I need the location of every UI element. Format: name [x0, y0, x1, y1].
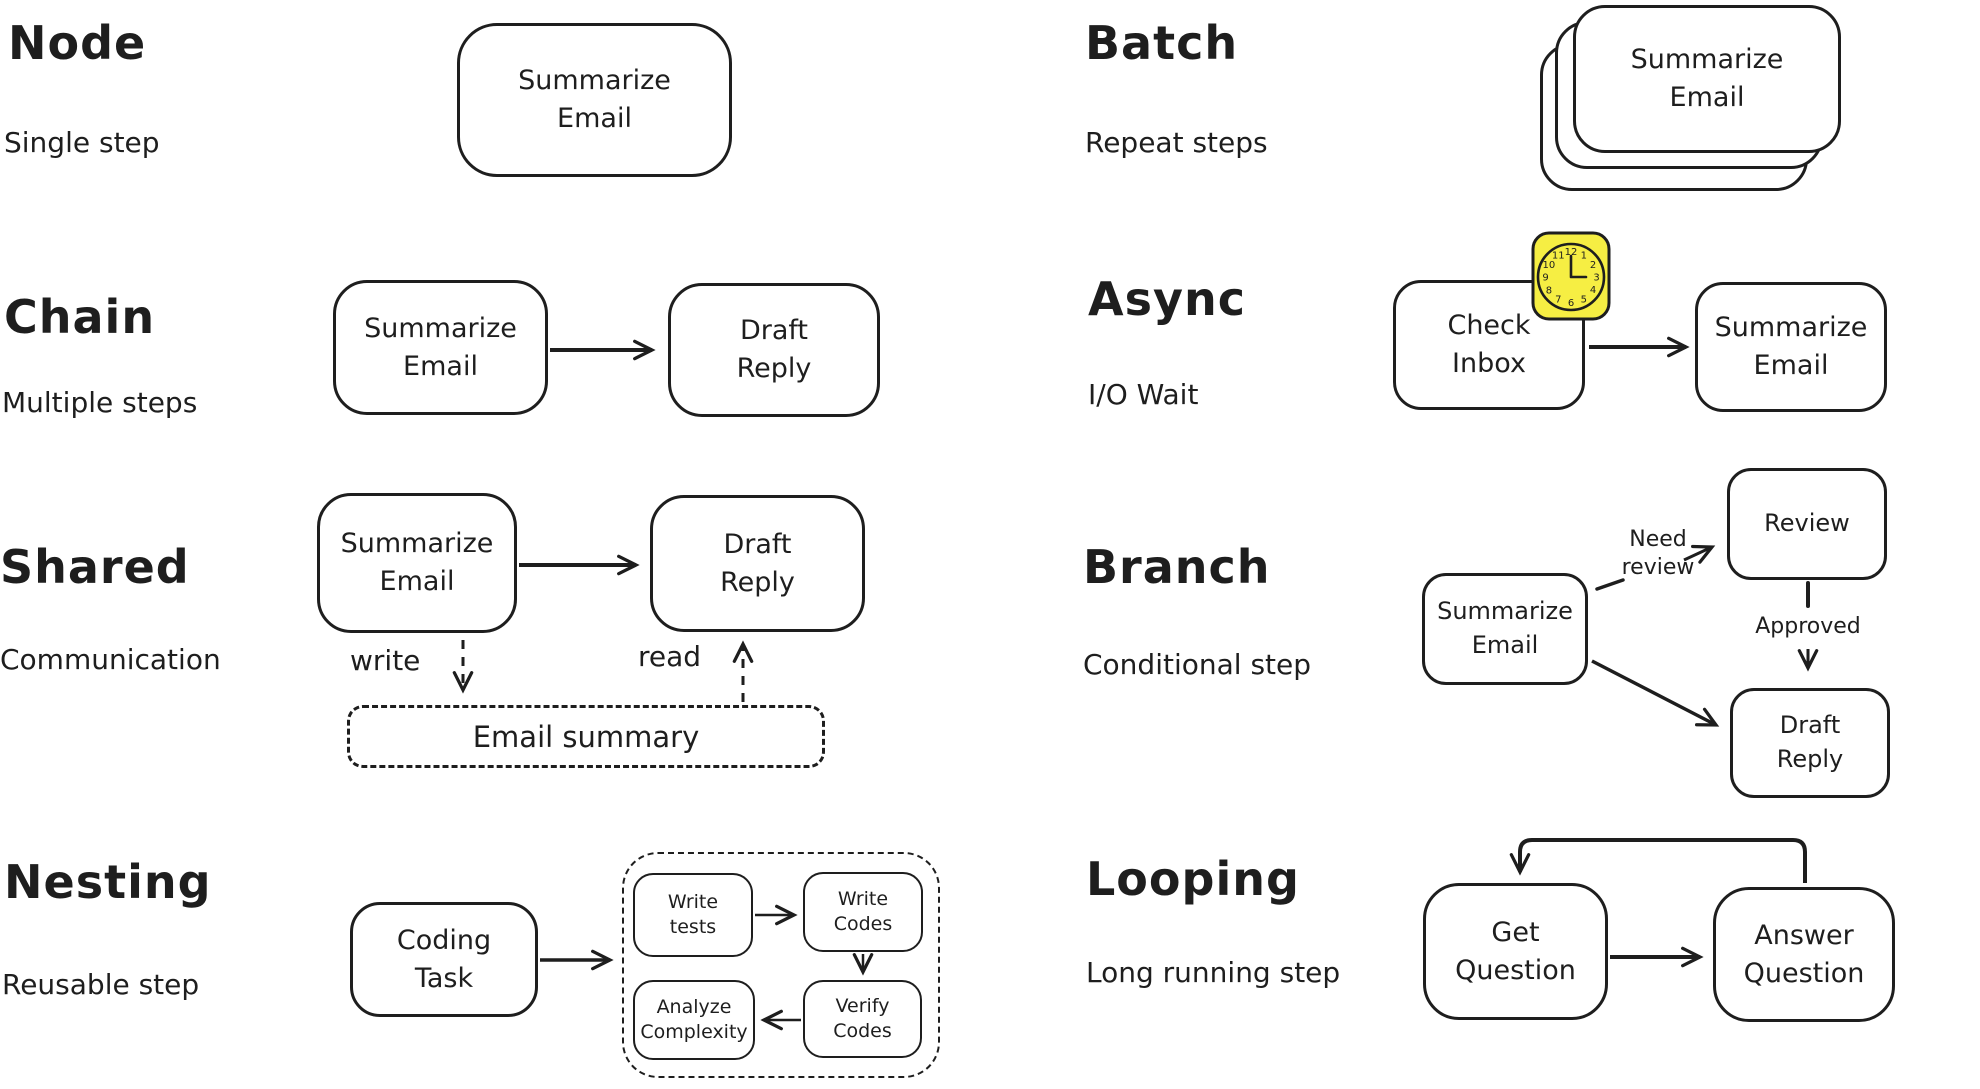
node-section-subtitle: Single step	[4, 126, 160, 159]
looping-back-arrow	[1509, 838, 1807, 883]
svg-text:1: 1	[1581, 250, 1587, 261]
batch-section-subtitle: Repeat steps	[1085, 126, 1268, 159]
coding-task-box: Coding Task	[350, 902, 538, 1017]
shared-draft-reply-box: Draft Reply	[650, 495, 865, 632]
nesting-section-title: Nesting	[4, 855, 212, 909]
svg-text:5: 5	[1581, 295, 1587, 306]
review-box: Review	[1727, 468, 1887, 580]
chain-section-title: Chain	[4, 290, 156, 344]
branch-summarize-email-box: Summarize Email	[1422, 573, 1588, 685]
svg-text:3: 3	[1593, 273, 1599, 284]
read-edge-label: read	[638, 640, 702, 673]
branch-direct-arrow	[1591, 659, 1720, 727]
clock-face	[1536, 242, 1606, 312]
svg-text:2: 2	[1590, 260, 1596, 271]
email-summary-store: Email summary	[347, 705, 825, 768]
svg-text:12: 12	[1565, 247, 1578, 258]
shared-section-title: Shared	[0, 540, 190, 594]
nesting-group-container	[622, 852, 940, 1078]
answer-question-box: Answer Question	[1713, 887, 1895, 1022]
svg-text:10: 10	[1543, 260, 1556, 271]
chain-section-subtitle: Multiple steps	[2, 386, 198, 419]
chain-summarize-email-box: Summarize Email	[333, 280, 548, 415]
analyze-complexity-box: Analyze Complexity	[633, 980, 755, 1060]
svg-text:9: 9	[1542, 273, 1548, 284]
svg-text:11: 11	[1552, 250, 1565, 261]
write-edge-label: write	[350, 644, 421, 677]
looping-section-title: Looping	[1086, 852, 1300, 906]
need-review-edge-label: Need review	[1621, 527, 1695, 580]
clock-hands	[1569, 254, 1588, 279]
svg-text:8: 8	[1546, 285, 1552, 296]
svg-text:4: 4	[1590, 285, 1596, 296]
write-tests-box: Write tests	[633, 873, 753, 957]
verify-codes-box: Verify Codes	[803, 980, 922, 1058]
svg-text:6: 6	[1568, 298, 1574, 309]
node-summarize-email-box: Summarize Email	[457, 23, 732, 177]
branch-section-title: Branch	[1083, 540, 1271, 594]
shared-section-subtitle: Communication	[0, 643, 221, 676]
need-review-line-start	[1595, 578, 1625, 591]
branch-draft-reply-box: Draft Reply	[1730, 688, 1890, 798]
batch-summarize-email-box: Summarize Email	[1573, 5, 1841, 153]
svg-text:7: 7	[1555, 295, 1561, 306]
batch-section-title: Batch	[1085, 16, 1239, 70]
chain-draft-reply-box: Draft Reply	[668, 283, 880, 417]
nesting-section-subtitle: Reusable step	[2, 968, 200, 1001]
write-codes-box: Write Codes	[803, 872, 923, 952]
async-summarize-email-box: Summarize Email	[1695, 282, 1887, 412]
async-section-title: Async	[1088, 272, 1246, 326]
looping-section-subtitle: Long running step	[1086, 956, 1341, 989]
approved-edge-label: Approved	[1755, 614, 1861, 639]
shared-summarize-email-box: Summarize Email	[317, 493, 517, 633]
get-question-box: Get Question	[1423, 883, 1608, 1020]
branch-section-subtitle: Conditional step	[1083, 648, 1312, 681]
async-section-subtitle: I/O Wait	[1088, 378, 1199, 411]
node-section-title: Node	[8, 16, 147, 70]
